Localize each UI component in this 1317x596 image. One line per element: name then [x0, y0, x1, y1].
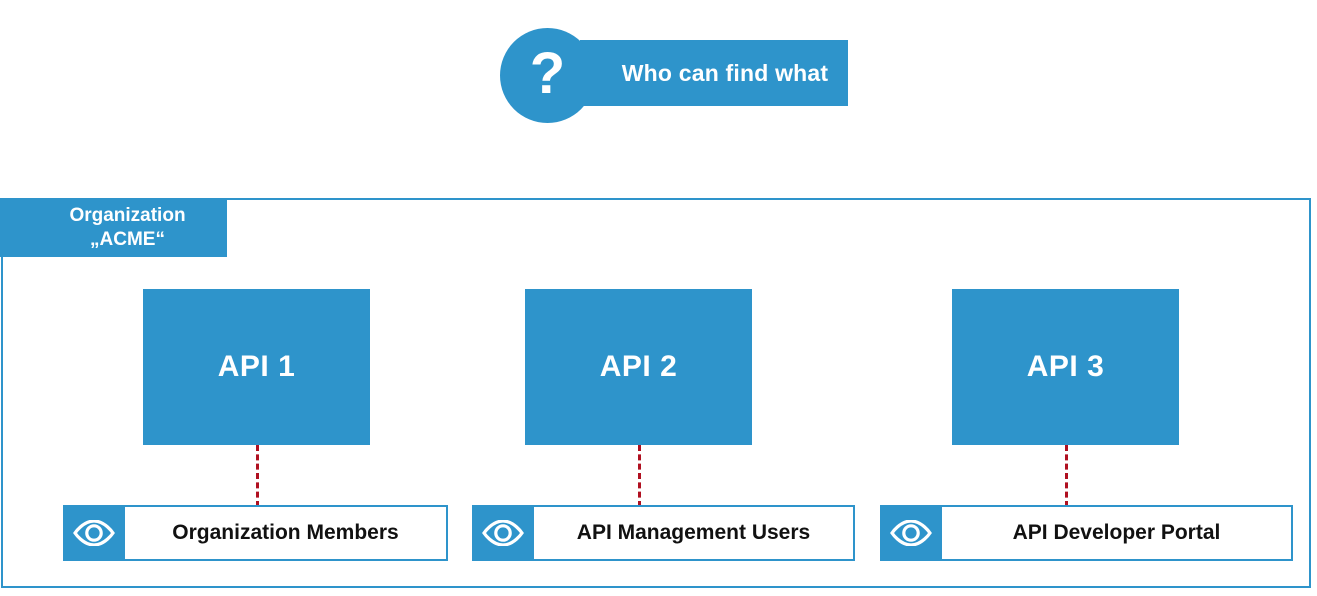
eye-icon	[472, 505, 534, 561]
connector-api-1	[256, 445, 259, 507]
api-box-1[interactable]: API 1	[143, 289, 370, 445]
api-box-2[interactable]: API 2	[525, 289, 752, 445]
question-banner-bar	[580, 40, 848, 106]
question-banner-title: Who can find what	[621, 59, 829, 86]
question-mark-icon: ?	[529, 40, 566, 106]
audience-box-organization-members[interactable]: Organization Members	[63, 505, 448, 561]
question-badge-circle	[500, 28, 595, 123]
organization-tag: Organization „ACME“	[0, 198, 227, 257]
connector-api-2	[638, 445, 641, 507]
audience-box-api-developer-portal[interactable]: API Developer Portal	[880, 505, 1293, 561]
eye-icon	[63, 505, 125, 561]
audience-box-api-management-users[interactable]: API Management Users	[472, 505, 855, 561]
eye-icon	[880, 505, 942, 561]
audience-label-organization-members: Organization Members	[125, 505, 448, 561]
audience-label-api-management-users: API Management Users	[534, 505, 855, 561]
question-banner: ? Who can find what	[500, 28, 848, 123]
audience-label-api-developer-portal: API Developer Portal	[942, 505, 1293, 561]
organization-tag-line2: „ACME“	[90, 228, 165, 250]
organization-tag-line1: Organization	[69, 204, 186, 226]
api-box-3[interactable]: API 3	[952, 289, 1179, 445]
connector-api-3	[1065, 445, 1068, 507]
